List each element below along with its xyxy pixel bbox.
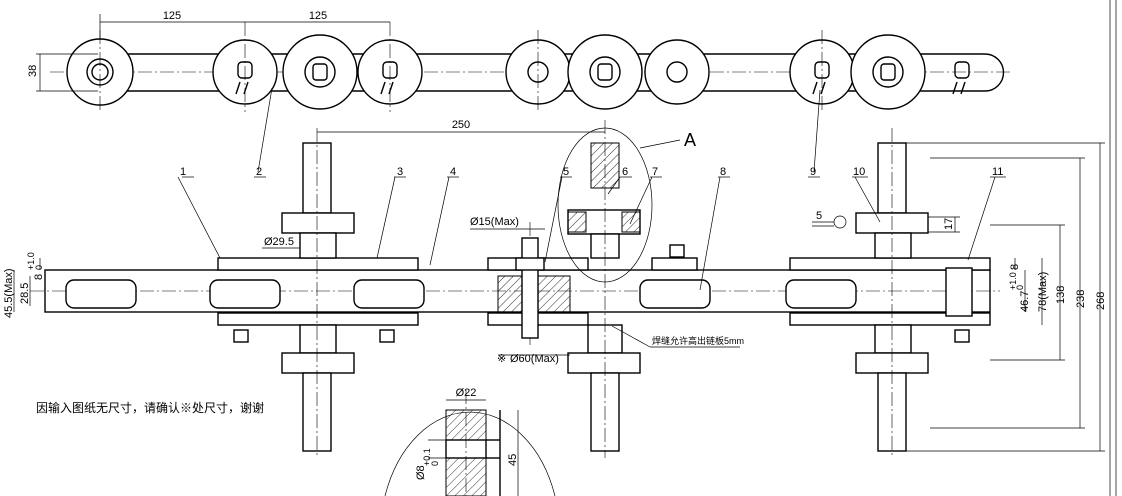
dim-17: 17 xyxy=(943,218,955,230)
top-view: 125 125 38 xyxy=(27,10,1010,112)
part-label-1: 1 xyxy=(180,166,186,178)
dim-pitch-left: 125 xyxy=(163,10,181,22)
top-link-discs xyxy=(66,34,926,110)
dim-outer-max: 78(Max) xyxy=(1037,272,1049,312)
dim-inner-gap-tol-lower: 0 xyxy=(1015,285,1025,290)
detail-bore-tol-upper: +0.1 xyxy=(422,448,432,466)
dim-5: 5 xyxy=(816,210,822,222)
part-label-9: 9 xyxy=(810,166,816,178)
part-label-10: 10 xyxy=(853,166,865,178)
dim-inner-width-tol-lower: 0 xyxy=(34,265,44,270)
dim-plate-thk-right: 8 xyxy=(1009,264,1021,270)
dim-inner-width: 28.5 xyxy=(19,283,31,304)
part-label-3: 3 xyxy=(397,166,403,178)
upper-shafts xyxy=(281,142,929,259)
dim-238: 238 xyxy=(1075,290,1087,308)
weld-note: 焊缝允许高出链板5mm xyxy=(652,335,744,346)
dim-attach-spacing: 250 xyxy=(452,119,470,131)
customer-note: 因输入图纸无尺寸，请确认※处尺寸，谢谢 xyxy=(36,400,264,415)
dim-plate-thk: 8 xyxy=(33,274,45,280)
detail-height: 45 xyxy=(507,454,519,466)
view-a-label: A xyxy=(684,130,696,150)
part-label-5: 5 xyxy=(563,166,569,178)
dim-overall-width: 45.5(Max) xyxy=(3,268,15,318)
dim-roller-mark: ※ xyxy=(497,353,506,365)
dim-bolt-dia: Ø15(Max) xyxy=(470,216,519,228)
dim-pitch-right: 125 xyxy=(309,10,327,22)
part-label-8: 8 xyxy=(720,166,726,178)
dim-inner-gap-tol-upper: +1.0 xyxy=(1008,272,1018,290)
detail-bore-tol-lower: 0 xyxy=(430,461,440,466)
detail-dia: Ø22 xyxy=(456,387,477,399)
detail-view: Ø22 45 Ø8 +0.1 0 xyxy=(384,387,556,496)
part-label-2: 2 xyxy=(256,166,262,178)
dim-roller-dia: Ø60(Max) xyxy=(510,353,559,365)
dim-268: 268 xyxy=(1095,292,1107,310)
part-label-6: 6 xyxy=(622,166,628,178)
side-view: A 250 Ø29.5 Ø15(Max) ※ Ø60(Max) 焊缝允许高出链板… xyxy=(3,119,1107,458)
side-rollers xyxy=(65,267,973,317)
dim-pin-dia: Ø29.5 xyxy=(264,236,294,248)
detail-bore: Ø8 xyxy=(415,465,427,480)
part-label-7: 7 xyxy=(652,166,658,178)
dim-plate-height: 38 xyxy=(27,65,39,77)
dim-138: 138 xyxy=(1055,286,1067,304)
dim-inner-width-tol-upper: +1.0 xyxy=(26,252,36,270)
dim-inner-gap: 46.7 xyxy=(1019,291,1031,312)
part-label-11: 11 xyxy=(992,166,1003,178)
part-label-4: 4 xyxy=(450,166,456,178)
